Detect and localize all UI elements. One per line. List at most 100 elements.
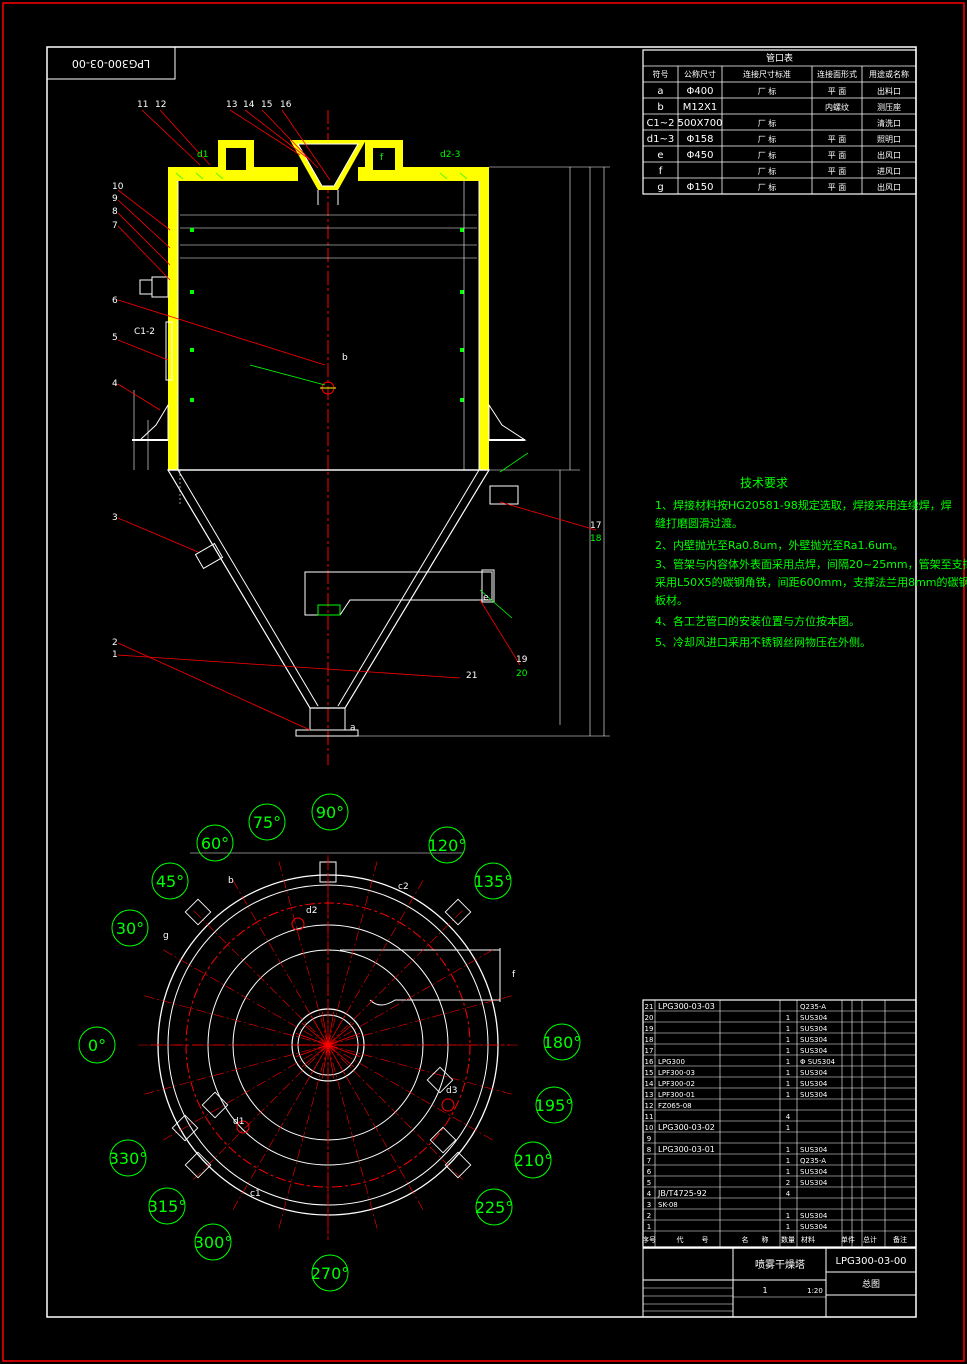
nozzle-table-cell: 清洗口 — [877, 118, 901, 128]
bom-item-no: 12 — [645, 1102, 654, 1110]
angle-label: 180° — [543, 1033, 582, 1052]
bom-item-no: 20 — [645, 1014, 654, 1022]
nozzle-table-title: 管口表 — [766, 52, 793, 64]
bom-code: LPF300-02 — [658, 1080, 695, 1088]
bom-material: Q235-A — [800, 1003, 826, 1011]
title-type: 总图 — [862, 1278, 880, 1290]
bom-qty: 1 — [786, 1157, 790, 1165]
nozzle-table-cell: 平 面 — [828, 183, 847, 192]
bom-header: 名 — [742, 1235, 749, 1244]
bom-item-no: 11 — [645, 1113, 654, 1121]
balloon-3: 3 — [112, 513, 118, 523]
tech-item-3: 2、内壁抛光至Ra0.8um，外壁抛光至Ra1.6um。 — [655, 538, 904, 552]
bom-header: 材料 — [801, 1235, 815, 1244]
bom-header: 单件 — [841, 1235, 855, 1244]
plan-radial-lines — [138, 855, 518, 1235]
nozzle-a-label: a — [350, 723, 356, 733]
nozzle-table-cell: 进风口 — [877, 167, 901, 176]
nozzle-table-cell: 内螺纹 — [825, 102, 849, 112]
bom-item-no: 10 — [645, 1124, 654, 1132]
balloon-1: 1 — [112, 650, 118, 660]
tech-item-6: 板材。 — [655, 593, 688, 607]
bom-qty: 1 — [786, 1080, 790, 1088]
angle-balloon — [111, 909, 149, 947]
nozzle-table-header: 连接尺寸标准 — [743, 69, 791, 79]
nozzle-table-cell: Φ150 — [687, 182, 714, 193]
bom-material: SUS304 — [800, 1212, 828, 1220]
title-block: 喷雾干燥塔 LPG300-03-00 总图 1 1:20 — [642, 1247, 917, 1318]
left-wall-insulation — [168, 167, 178, 470]
bom-header: 备注 — [893, 1235, 907, 1244]
nozzle-table-cell: g — [657, 182, 663, 193]
balloon-16: 16 — [280, 100, 292, 110]
bom-code: SK-08 — [658, 1201, 678, 1209]
angle-label: 90° — [316, 803, 344, 822]
bom-material: SUS304 — [800, 1091, 828, 1099]
tech-item-7: 4、各工艺管口的安装位置与方位按本图。 — [655, 614, 860, 628]
bom-material: SUS304 — [800, 1168, 828, 1176]
nozzle-table-cell: 测压座 — [877, 102, 901, 112]
bom-material: Q235-A — [800, 1157, 826, 1165]
angle-balloon — [543, 1023, 581, 1061]
balloon-10: 10 — [112, 182, 124, 192]
nozzle-table-header: 连接面形式 — [817, 69, 857, 79]
angle-label: 315° — [148, 1197, 187, 1216]
bom-item-no: 5 — [647, 1179, 651, 1187]
angle-balloon — [151, 862, 189, 900]
bom-qty: 1 — [786, 1146, 790, 1154]
bom-item-no: 6 — [647, 1168, 652, 1176]
balloon-5: 5 — [112, 333, 118, 343]
bom-code: LPG300-03-03 — [658, 1002, 715, 1011]
plan-labels: b g d2 c2 f d1 d3 c1 — [163, 876, 516, 1199]
top-insulation-left — [168, 167, 298, 181]
bom-material: SUS304 — [800, 1146, 828, 1154]
bom-item-no: 15 — [645, 1069, 654, 1077]
bom-code: LPG300-03-01 — [658, 1145, 715, 1154]
angle-balloon — [248, 803, 286, 841]
nozzle-table-cell: d1~3 — [647, 134, 674, 145]
bom-item-no: 13 — [645, 1091, 654, 1099]
nozzle-table-cell: C1~2 — [646, 118, 674, 129]
angle-label: 300° — [194, 1233, 233, 1252]
nozzle-table-cell: 平 面 — [828, 135, 847, 144]
bom-item-no: 18 — [645, 1036, 654, 1044]
balloon-15: 15 — [261, 100, 272, 110]
nozzle-table-cell: 厂 标 — [758, 150, 777, 160]
bom-header: 代 — [677, 1235, 684, 1244]
nozzle-table-cell: 平 面 — [828, 151, 847, 160]
title-count: 1 — [762, 1286, 767, 1295]
nozzle-table-cell: 厂 标 — [758, 182, 777, 192]
balloon-20: 20 — [516, 669, 528, 679]
nozzle-table-cell: a — [657, 86, 663, 97]
plan-label-d2: d2 — [306, 906, 317, 916]
bom-qty: 1 — [786, 1014, 790, 1022]
nozzle-b-label: b — [342, 353, 348, 363]
tech-item-2: 缝打磨圆滑过渡。 — [655, 516, 743, 530]
bom-item-no: 1 — [647, 1223, 651, 1231]
bom-material: SUS304 — [800, 1047, 828, 1055]
bom-qty: 1 — [786, 1047, 790, 1055]
tech-title: 技术要求 — [740, 476, 788, 490]
balloon-9: 9 — [112, 194, 118, 204]
nozzle-table-cell: 平 面 — [828, 167, 847, 176]
plan-label-f: f — [512, 970, 516, 980]
bom-header: 称 — [762, 1235, 769, 1244]
inner-frame — [46, 46, 917, 1318]
bom-item-no: 9 — [647, 1135, 651, 1143]
angle-label: 210° — [514, 1151, 553, 1170]
bom-header: 数量 — [781, 1235, 795, 1244]
angle-balloons: 0°30°45°60°75°90°120°135°180°195°210°225… — [78, 793, 582, 1292]
bom-qty: 1 — [786, 1223, 790, 1231]
angle-label: 45° — [156, 872, 184, 891]
nozzle-table-cell: 厂 标 — [758, 166, 777, 176]
bom-code: LPF300-01 — [658, 1091, 695, 1099]
angle-balloon — [196, 824, 234, 862]
top-insulation-right — [358, 167, 489, 181]
nozzle-table-cell: 厂 标 — [758, 86, 777, 96]
balloon-19: 19 — [516, 655, 528, 665]
plan-label-g: g — [163, 931, 169, 941]
tech-item-1: 1、焊接材料按HG20581-98规定选取，焊接采用连续焊，焊 — [655, 498, 952, 512]
nozzle-table-cell: 厂 标 — [758, 118, 777, 128]
angle-balloon — [311, 1254, 349, 1292]
